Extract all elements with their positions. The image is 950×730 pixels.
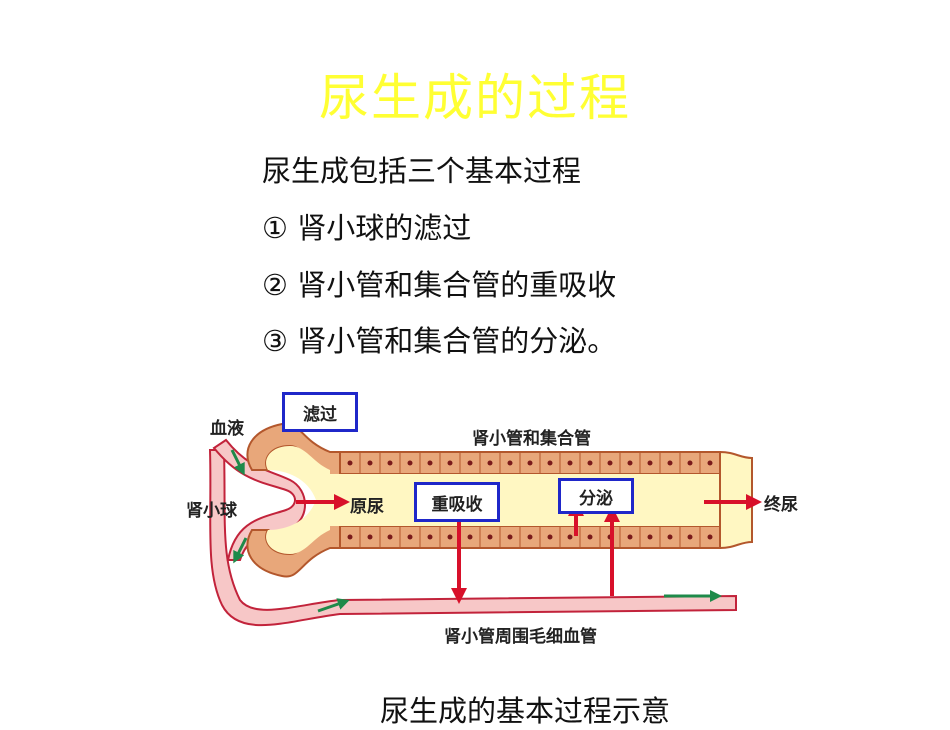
tubule-lumen bbox=[330, 474, 720, 526]
reabsorption-box: 重吸收 bbox=[414, 482, 500, 522]
bottom-caption: 尿生成的基本过程示意 bbox=[380, 694, 671, 728]
secretion-box: 分泌 bbox=[558, 478, 634, 514]
step-1: ① 肾小球的滤过 bbox=[262, 211, 472, 245]
final-urine-label: 终尿 bbox=[764, 495, 798, 515]
capillary-label: 肾小管周围毛细血管 bbox=[444, 627, 597, 647]
glomerulus-label: 肾小球 bbox=[186, 501, 237, 521]
blood-flow-arrow-2 bbox=[233, 537, 248, 564]
primary-urine-label: 原尿 bbox=[350, 497, 384, 517]
capillary-vessel bbox=[208, 449, 737, 627]
blood-flow-arrow-1 bbox=[230, 449, 245, 476]
tubule-upper-nuclei bbox=[347, 460, 713, 466]
step-3: ③ 肾小管和集合管的分泌。 bbox=[262, 324, 617, 358]
capsule-lumen bbox=[266, 446, 330, 554]
blood-label: 血液 bbox=[210, 419, 244, 439]
urine-formation-diagram bbox=[208, 422, 762, 627]
tubule-label: 肾小管和集合管 bbox=[472, 429, 591, 449]
slide-title: 尿生成的过程 bbox=[319, 69, 631, 127]
blood-flow-arrow-3 bbox=[317, 598, 350, 613]
filtration-box: 滤过 bbox=[282, 392, 358, 432]
intro-text: 尿生成包括三个基本过程 bbox=[262, 154, 582, 188]
tubule-upper-cells bbox=[359, 452, 701, 474]
step-2: ② 肾小管和集合管的重吸收 bbox=[262, 268, 617, 302]
